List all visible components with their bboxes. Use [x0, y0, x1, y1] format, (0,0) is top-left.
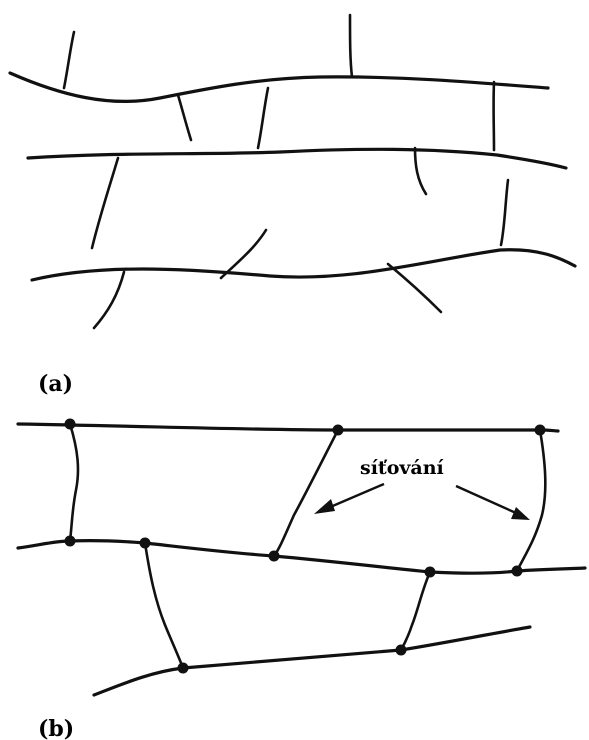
panel-b-chain-3: [94, 627, 530, 695]
panel-b-label: (b): [38, 716, 74, 740]
crosslink-node: [65, 536, 76, 547]
crosslinking-annotation: síťování: [360, 457, 445, 479]
panel-b-crosslink: [145, 543, 183, 668]
panel-b-crosslink: [70, 424, 78, 541]
panel-a-branch: [388, 264, 441, 312]
panel-a-branch: [221, 230, 266, 278]
panel-b-chain-2: [18, 541, 585, 573]
panel-a-branch: [415, 148, 426, 194]
panel-a-chain-3: [32, 250, 575, 280]
arrow-head-right-icon: [511, 507, 530, 520]
panel-a-branch: [64, 32, 74, 88]
panel-a-branch: [94, 272, 124, 328]
panel-a-branch: [178, 95, 191, 140]
panel-b-crosslink: [274, 430, 338, 556]
panel-a-branch: [501, 180, 508, 245]
panel-b-chain-1: [18, 424, 558, 431]
panel-a-chain-1: [10, 73, 548, 101]
crosslink-node: [512, 566, 523, 577]
panel-a-chain-2: [28, 149, 566, 168]
arrow-head-left-icon: [314, 499, 335, 514]
panel-a-branch: [258, 88, 268, 148]
crosslink-node: [333, 425, 344, 436]
crosslink-node: [269, 551, 280, 562]
crosslink-node: [535, 425, 546, 436]
panel-a-branch: [350, 15, 352, 77]
crosslink-node: [65, 419, 76, 430]
crosslink-node: [178, 663, 189, 674]
annotation-arrow-right: [456, 486, 516, 513]
crosslink-node: [425, 567, 436, 578]
panel-a-label: (a): [38, 371, 73, 397]
panel-b-crosslink: [401, 572, 430, 650]
annotation-arrow-left: [328, 484, 384, 508]
crosslink-node: [396, 645, 407, 656]
panel-b-crosslink: [517, 430, 545, 571]
panel-a: (a): [10, 15, 575, 397]
panel-b: síťování (b): [18, 419, 585, 740]
crosslink-node: [140, 538, 151, 549]
panel-a-branch: [92, 158, 118, 248]
